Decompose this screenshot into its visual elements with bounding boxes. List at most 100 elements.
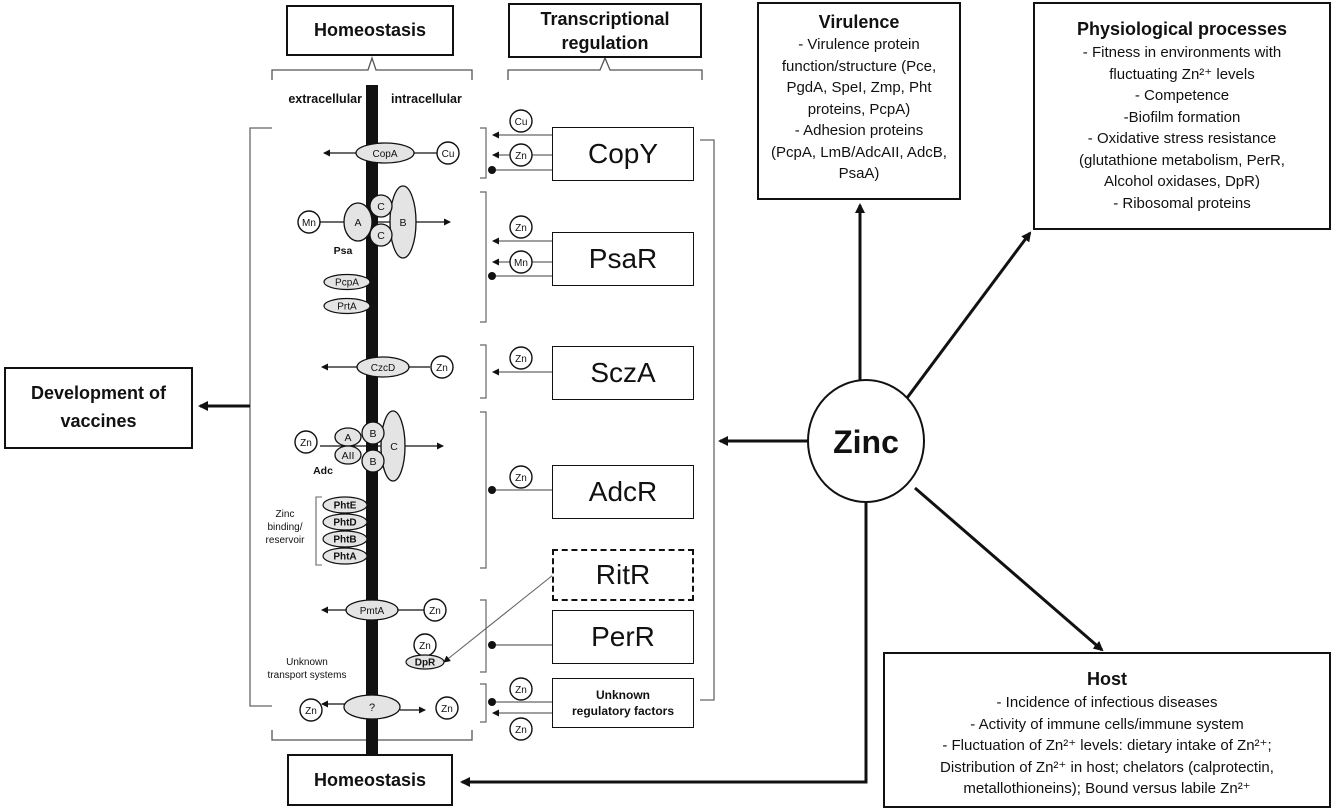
adc-label: Adc xyxy=(313,465,333,477)
virulence-line-7: PsaA) xyxy=(838,165,880,182)
pht-bracket xyxy=(315,496,322,566)
unknown-transport-line-1: Unknown xyxy=(286,657,328,668)
regulator-psar-label: PsaR xyxy=(588,243,658,274)
cu-label-copy: Cu xyxy=(515,117,528,128)
homeostasis-bottom-title: Homeostasis xyxy=(313,770,427,790)
phtb-label: PhtB xyxy=(333,535,356,546)
zn-label-adcr: Zn xyxy=(515,473,527,484)
physiological-line-5: - Oxidative stress resistance xyxy=(1087,130,1277,147)
host-line-2: - Activity of immune cells/immune system xyxy=(970,715,1244,733)
repression-dot-psar xyxy=(488,272,496,280)
virulence-box: Virulence - Virulence protein function/s… xyxy=(757,2,961,200)
psa-a-subunit xyxy=(343,202,373,242)
zinc-binding-line-3: reservoir xyxy=(266,535,306,546)
regulator-scza-label: SczA xyxy=(590,357,656,388)
physiological-line-3: - Competence xyxy=(1134,87,1230,104)
zn-label-czcd: Zn xyxy=(436,363,448,374)
adc-a-label: A xyxy=(344,432,351,444)
zn-label-adc: Zn xyxy=(300,438,312,449)
zn-ion-unknown-in xyxy=(435,696,459,720)
zn-label-unknown-2: Zn xyxy=(515,725,527,736)
zn-ion-scza xyxy=(509,346,533,370)
host-line-1: - Incidence of infectious diseases xyxy=(996,694,1218,711)
physiological-title: Physiological processes xyxy=(1076,19,1288,39)
adc-b-subunit-2 xyxy=(361,449,385,473)
regulator-adcr: AdcR xyxy=(552,465,694,519)
psa-b-label: B xyxy=(399,217,406,229)
regulator-adcr-label: AdcR xyxy=(588,476,658,507)
pcpa-label: PcpA xyxy=(335,278,359,289)
regulator-ritr: RitR xyxy=(552,549,694,601)
regulon-bracket-unknown xyxy=(480,683,487,723)
zn-ion-copy xyxy=(509,143,533,167)
development-of-vaccines-box: Development of vaccines xyxy=(4,367,193,449)
zn-label-pmta: Zn xyxy=(429,606,441,617)
psa-label: Psa xyxy=(334,245,353,257)
zinc-binding-line-1: Zinc xyxy=(276,509,295,520)
regulator-psar: PsaR xyxy=(552,232,694,286)
psa-c-subunit-1 xyxy=(369,194,393,218)
regulon-bracket-copy xyxy=(480,127,487,179)
homeostasis-top-title: Homeostasis xyxy=(313,20,427,40)
left-bracket xyxy=(249,127,272,707)
phte-protein xyxy=(322,496,368,514)
zn-label-dpr: Zn xyxy=(419,641,431,652)
phtd-label: PhtD xyxy=(333,518,356,529)
mn-ion-psar xyxy=(509,250,533,274)
czcd-protein xyxy=(356,356,410,378)
regulator-scza: SczA xyxy=(552,346,694,400)
phte-label: PhtE xyxy=(334,501,357,512)
virulence-title: Virulence xyxy=(818,12,900,32)
zn-ion-adcr xyxy=(509,465,533,489)
zn-ion-czcd xyxy=(430,355,454,379)
regulon-bracket-psar xyxy=(480,191,487,323)
dpr-protein xyxy=(405,654,445,670)
virulence-line-2: function/structure (Pce, xyxy=(781,57,937,75)
psa-c-label-1: C xyxy=(377,201,385,213)
zinc-node xyxy=(807,379,925,503)
adc-c-label: C xyxy=(390,441,398,453)
adc-b-label-2: B xyxy=(369,456,376,468)
extracellular-label: extracellular xyxy=(288,92,362,106)
dpr-label: DpR xyxy=(415,658,436,669)
physiological-line-6: (glutathione metabolism, PerR, xyxy=(1079,151,1285,169)
prta-label: PrtA xyxy=(337,302,357,313)
zinc-label: Zinc xyxy=(833,424,899,460)
zn-label-scza: Zn xyxy=(515,354,527,365)
cu-ion-copy xyxy=(509,109,533,133)
arrow-zinc-to-host xyxy=(914,486,1104,652)
psa-b-subunit xyxy=(389,185,417,259)
zn-ion-adc xyxy=(294,430,318,454)
regulator-perr: PerR xyxy=(552,610,694,664)
zinc-binding-line-2: binding/ xyxy=(267,522,302,533)
mn-label-psar: Mn xyxy=(514,258,528,269)
cu-ion-copa xyxy=(436,141,460,165)
regulator-copy: CopY xyxy=(552,127,694,181)
pcpa-protein xyxy=(323,273,371,291)
physiological-line-2: fluctuating Zn²⁺ levels xyxy=(1109,65,1255,83)
virulence-line-3: PgdA, SpeI, Zmp, Pht xyxy=(786,79,932,96)
zn-label-psar: Zn xyxy=(515,223,527,234)
top-brace xyxy=(271,55,473,80)
regulon-bracket-adcr xyxy=(480,411,487,569)
homeostasis-bottom-box: Homeostasis xyxy=(287,754,453,806)
regulon-bracket-perr xyxy=(480,599,487,673)
physiological-line-1: - Fitness in environments with xyxy=(1082,44,1282,61)
unknown-transport-line-2: transport systems xyxy=(268,670,347,681)
zn-ion-psar xyxy=(509,215,533,239)
arrow-zinc-to-physiological xyxy=(905,231,1032,399)
adc-b-subunit-1 xyxy=(361,421,385,445)
psa-c-subunit-2 xyxy=(369,223,393,247)
host-line-3: - Fluctuation of Zn²⁺ levels: dietary in… xyxy=(942,737,1272,754)
pmta-label: PmtA xyxy=(360,606,385,617)
adc-aii-label: AII xyxy=(342,450,355,462)
top-brace-regulation xyxy=(507,56,703,80)
zn-label-copy: Zn xyxy=(515,151,527,162)
regulator-perr-label: PerR xyxy=(591,621,655,652)
virulence-line-4: proteins, PcpA) xyxy=(807,100,911,118)
czcd-label: CzcD xyxy=(371,363,395,374)
phta-label: PhtA xyxy=(333,552,356,563)
repression-dot-unknown xyxy=(488,698,496,706)
